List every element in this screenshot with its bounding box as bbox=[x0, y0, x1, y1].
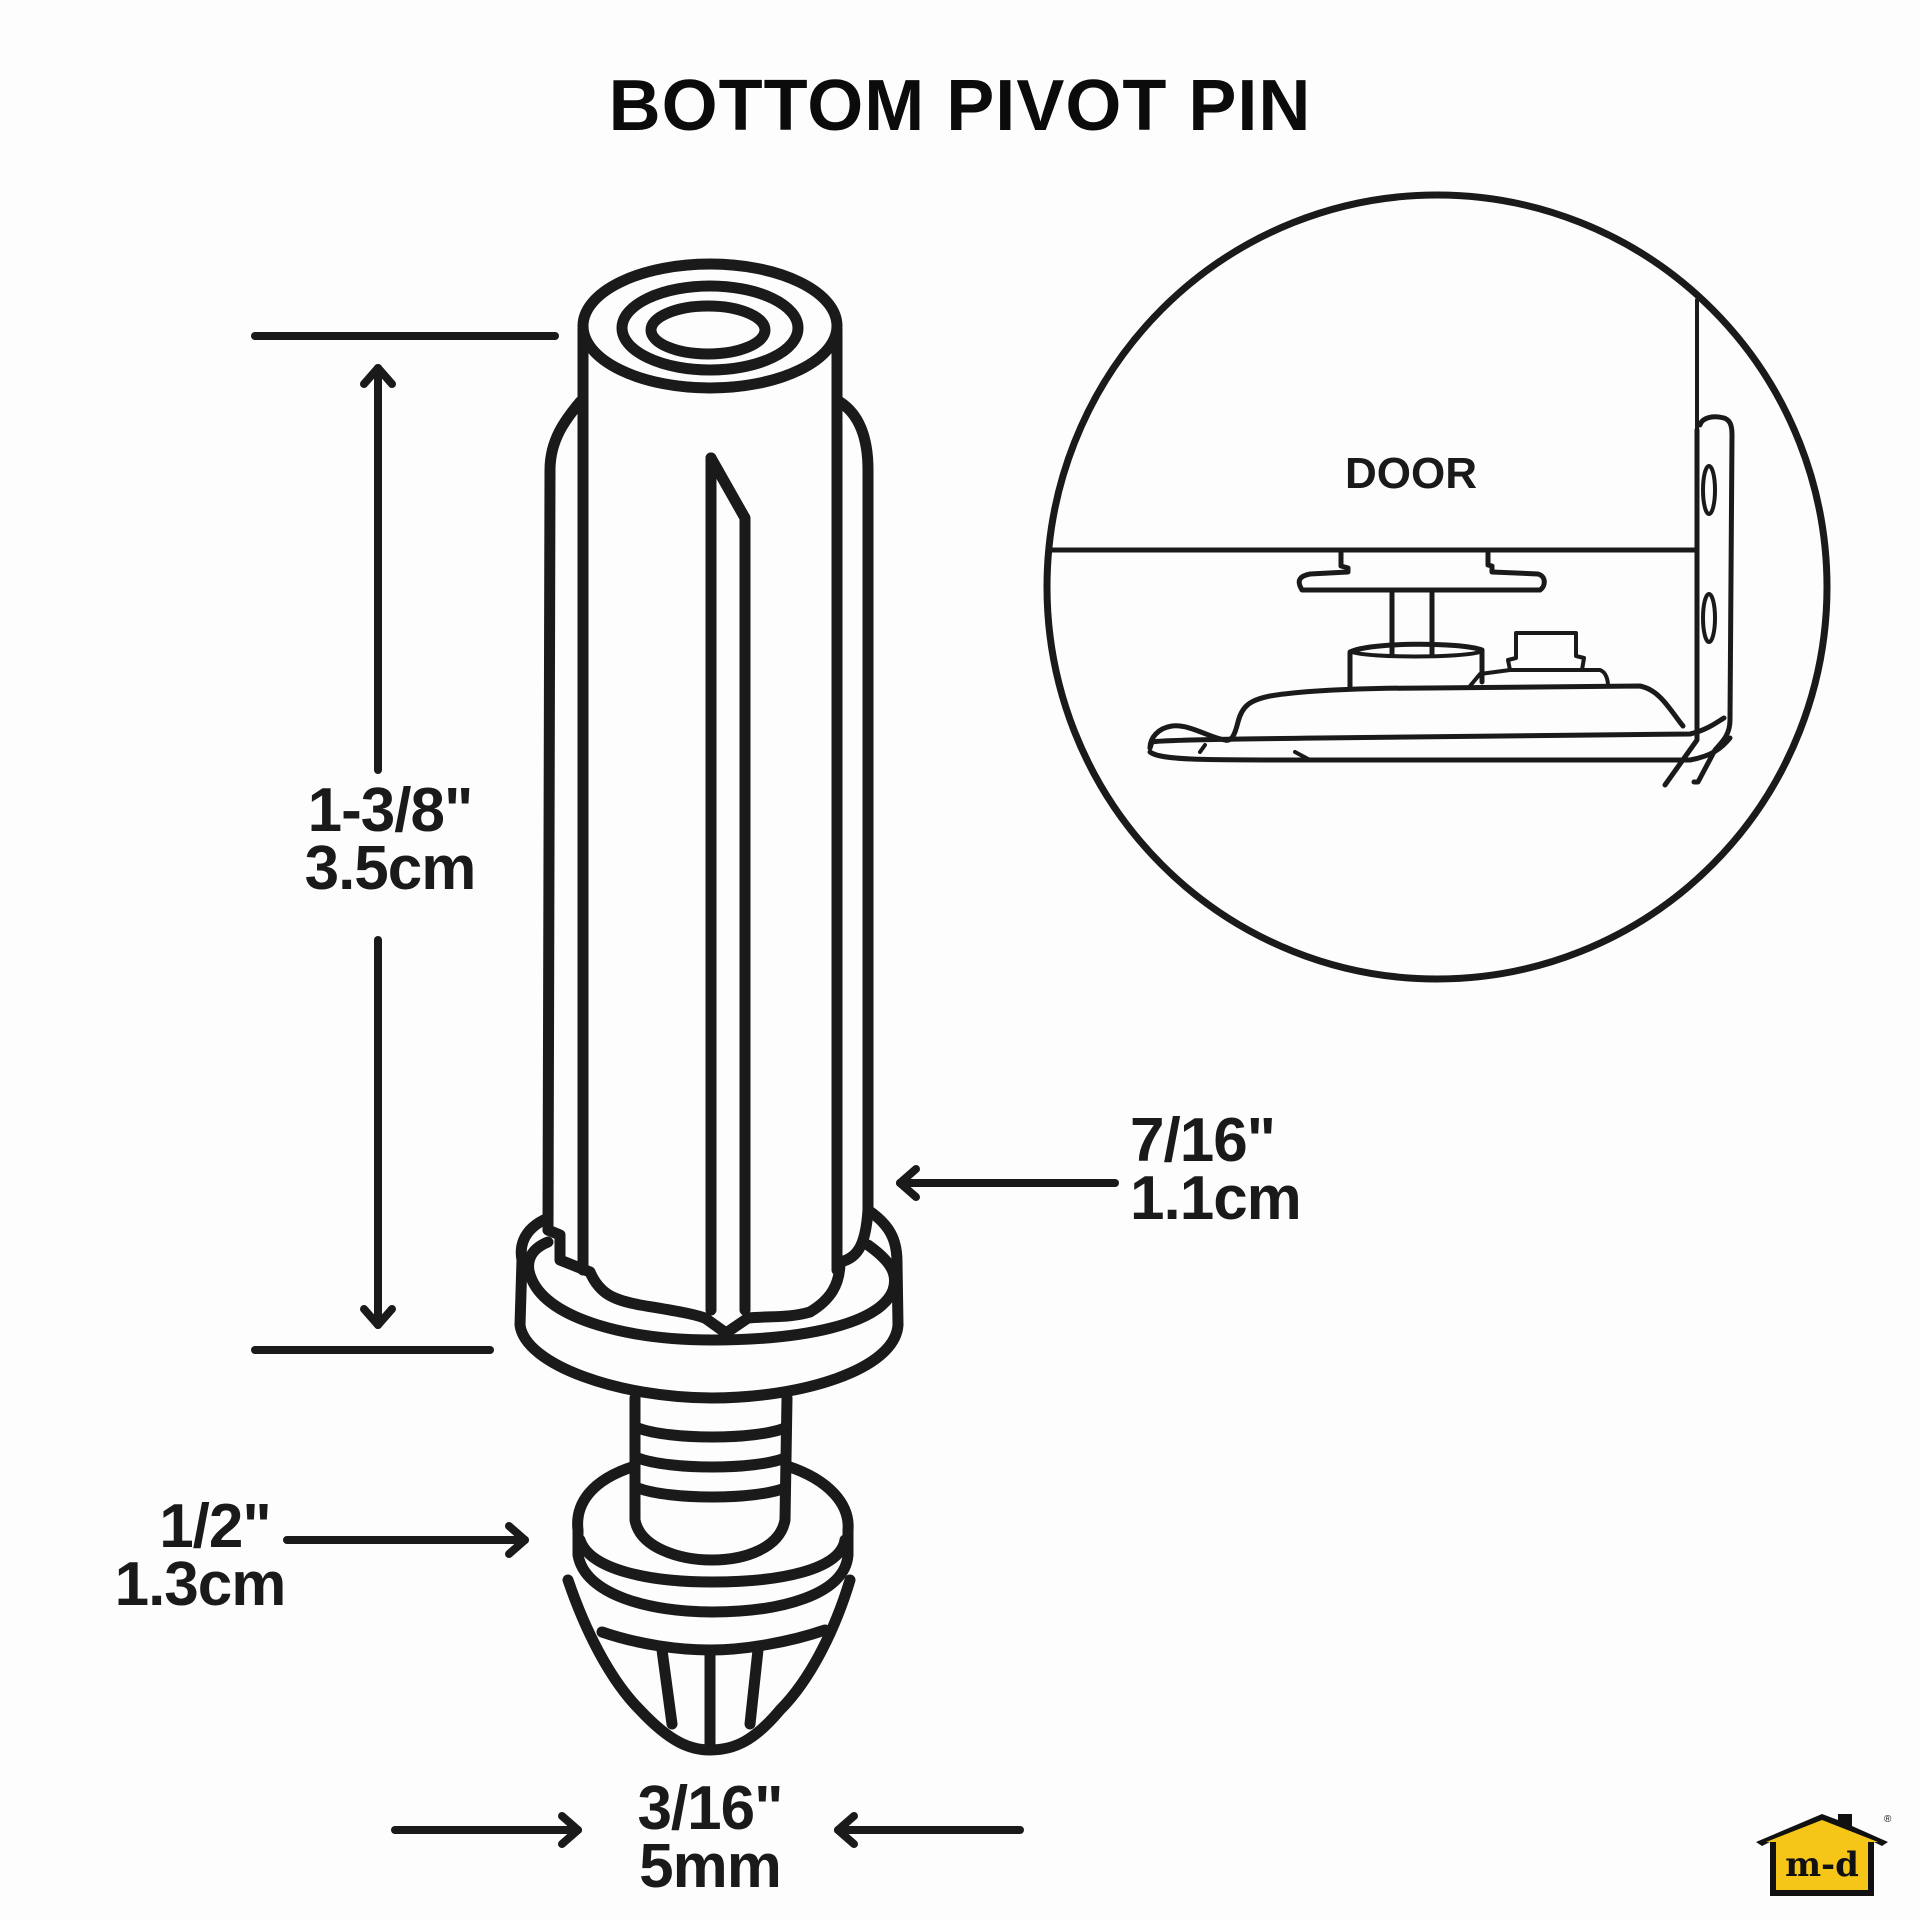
body-diameter-arrow bbox=[896, 1165, 1119, 1201]
length-label: 1-3/8" 3.5cm bbox=[270, 776, 510, 903]
pin-top-cap bbox=[577, 258, 843, 1276]
length-imperial: 1-3/8" bbox=[307, 776, 474, 845]
tip-diameter-metric: 5mm bbox=[639, 1832, 782, 1901]
tip-diameter-imperial: 3/16" bbox=[637, 1774, 783, 1843]
tip-diameter-label: 3/16" 5mm bbox=[600, 1774, 820, 1901]
pin-tapered-tip bbox=[562, 1574, 856, 1756]
pin-side-fins bbox=[542, 396, 874, 1278]
tip-diameter-arrows bbox=[391, 1812, 1024, 1848]
body-diameter-label: 7/16" 1.1cm bbox=[1130, 1106, 1340, 1233]
length-dimension-lines bbox=[251, 332, 559, 1354]
flange-diameter-imperial: 1/2" bbox=[159, 1492, 272, 1561]
diagram-title: BOTTOM PIVOT PIN bbox=[608, 66, 1312, 146]
length-metric: 3.5cm bbox=[304, 834, 477, 903]
pin-center-rib bbox=[699, 452, 754, 1339]
flange-diameter-label: 1/2" 1.3cm bbox=[100, 1492, 300, 1619]
flange-diameter-arrow bbox=[283, 1522, 529, 1558]
door-label: DOOR bbox=[1345, 449, 1477, 498]
pin-body-base-right bbox=[742, 1256, 846, 1324]
logo-text: m-d bbox=[1785, 1845, 1859, 1885]
flange-diameter-metric: 1.3cm bbox=[114, 1550, 287, 1619]
body-diameter-metric: 1.1cm bbox=[1130, 1164, 1302, 1233]
registered-mark: ® bbox=[1884, 1814, 1892, 1825]
pin-lower-ring bbox=[572, 1460, 854, 1618]
md-brand-logo: m-d ® bbox=[1756, 1814, 1892, 1896]
pin-threaded-neck bbox=[629, 1392, 793, 1566]
pin-flange bbox=[514, 1204, 904, 1404]
body-diameter-imperial: 7/16" bbox=[1130, 1106, 1276, 1175]
inset-installation-view bbox=[1043, 191, 1831, 983]
pin-body-base-left bbox=[584, 1266, 711, 1324]
